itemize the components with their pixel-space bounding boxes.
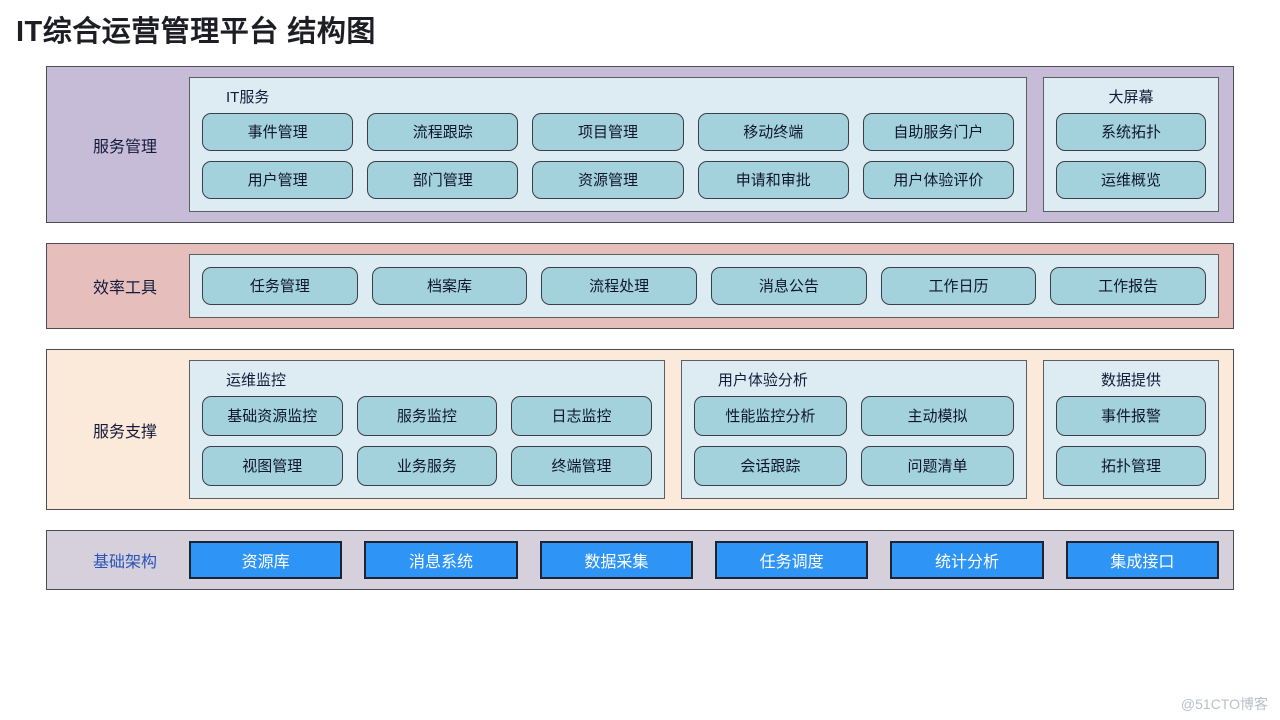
panel-ops-monitoring: 运维监控 基础资源监控 服务监控 日志监控 视图管理 业务服务 终端管理 [189, 360, 665, 499]
architecture-diagram: 服务管理 IT服务 事件管理 流程跟踪 项目管理 移动终端 自助服务门户 用户管… [46, 66, 1234, 590]
panel-grid-efficiency-tools: 任务管理 档案库 流程处理 消息公告 工作日历 工作报告 [202, 267, 1206, 305]
infra-item[interactable]: 消息系统 [364, 541, 518, 579]
node-item[interactable]: 项目管理 [532, 113, 684, 151]
watermark: @51CTO博客 [1180, 696, 1268, 712]
node-item[interactable]: 档案库 [371, 267, 528, 305]
node-item[interactable]: 视图管理 [202, 446, 343, 486]
node-item[interactable]: 资源管理 [532, 161, 684, 199]
node-item[interactable]: 用户管理 [202, 161, 354, 199]
panel-title-data-provision: 数据提供 [1100, 372, 1161, 389]
panel-title-it-service: IT服务 [226, 89, 270, 106]
panel-title-user-experience-analysis: 用户体验分析 [717, 372, 808, 389]
infra-item[interactable]: 数据采集 [539, 541, 693, 579]
section-body-service-management: IT服务 事件管理 流程跟踪 项目管理 移动终端 自助服务门户 用户管理 部门管… [189, 77, 1219, 212]
section-efficiency-tools: 效率工具 任务管理 档案库 流程处理 消息公告 工作日历 工作报告 [46, 243, 1234, 329]
panel-it-service: IT服务 事件管理 流程跟踪 项目管理 移动终端 自助服务门户 用户管理 部门管… [189, 77, 1027, 212]
infra-item[interactable]: 集成接口 [1065, 541, 1219, 579]
section-body-infrastructure: 资源库 消息系统 数据采集 任务调度 统计分析 集成接口 [189, 541, 1219, 579]
panel-grid-ops-monitoring: 基础资源监控 服务监控 日志监控 视图管理 业务服务 终端管理 [202, 396, 652, 486]
node-item[interactable]: 基础资源监控 [202, 396, 343, 436]
panel-grid-big-screen: 系统拓扑 运维概览 [1056, 113, 1206, 199]
node-item[interactable]: 主动模拟 [860, 396, 1014, 436]
panel-data-provision: 数据提供 事件报警 拓扑管理 [1043, 360, 1219, 499]
node-item[interactable]: 日志监控 [511, 396, 652, 436]
node-item[interactable]: 拓扑管理 [1056, 446, 1206, 486]
panel-grid-data-provision: 事件报警 拓扑管理 [1056, 396, 1206, 486]
panel-user-experience-analysis: 用户体验分析 性能监控分析 主动模拟 会话跟踪 问题清单 [680, 360, 1027, 499]
panel-big-screen: 大屏幕 系统拓扑 运维概览 [1043, 77, 1219, 212]
panel-grid-user-experience-analysis: 性能监控分析 主动模拟 会话跟踪 问题清单 [693, 396, 1014, 486]
node-item[interactable]: 性能监控分析 [693, 396, 847, 436]
section-body-service-support: 运维监控 基础资源监控 服务监控 日志监控 视图管理 业务服务 终端管理 用户体… [189, 360, 1219, 499]
node-item[interactable]: 工作报告 [1050, 267, 1206, 305]
infra-item[interactable]: 任务调度 [714, 541, 869, 579]
section-label-efficiency-tools: 效率工具 [92, 280, 157, 297]
section-label-infrastructure: 基础架构 [92, 554, 157, 571]
page-title: IT综合运营管理平台 结构图 [16, 16, 376, 48]
node-item[interactable]: 事件管理 [202, 113, 354, 151]
section-label-service-management: 服务管理 [92, 138, 157, 156]
infra-item[interactable]: 统计分析 [890, 541, 1044, 579]
node-item[interactable]: 任务管理 [202, 267, 358, 305]
node-item[interactable]: 业务服务 [356, 446, 498, 486]
node-item[interactable]: 运维概览 [1056, 161, 1206, 199]
node-item[interactable]: 问题清单 [860, 446, 1014, 486]
node-item[interactable]: 事件报警 [1056, 396, 1206, 436]
section-infrastructure: 基础架构 资源库 消息系统 数据采集 任务调度 统计分析 集成接口 [46, 530, 1234, 590]
section-service-management: 服务管理 IT服务 事件管理 流程跟踪 项目管理 移动终端 自助服务门户 用户管… [46, 66, 1234, 223]
section-body-efficiency-tools: 任务管理 档案库 流程处理 消息公告 工作日历 工作报告 [189, 254, 1219, 318]
section-service-support: 服务支撑 运维监控 基础资源监控 服务监控 日志监控 视图管理 业务服务 终端管… [46, 349, 1234, 510]
node-item[interactable]: 移动终端 [697, 113, 849, 151]
panel-title-big-screen: 大屏幕 [1108, 89, 1154, 106]
node-item[interactable]: 流程处理 [541, 267, 697, 305]
node-item[interactable]: 会话跟踪 [693, 446, 847, 486]
panel-title-ops-monitoring: 运维监控 [226, 372, 287, 389]
node-item[interactable]: 部门管理 [367, 161, 519, 199]
node-item[interactable]: 消息公告 [711, 267, 867, 305]
panel-efficiency-tools: 任务管理 档案库 流程处理 消息公告 工作日历 工作报告 [189, 254, 1219, 318]
node-item[interactable]: 自助服务门户 [862, 113, 1014, 151]
node-item[interactable]: 流程跟踪 [367, 113, 519, 151]
node-item[interactable]: 终端管理 [511, 446, 652, 486]
infra-item[interactable]: 资源库 [189, 541, 343, 579]
node-item[interactable]: 服务监控 [356, 396, 498, 436]
section-label-service-support: 服务支撑 [92, 423, 157, 441]
node-item[interactable]: 申请和审批 [697, 161, 849, 199]
node-item[interactable]: 工作日历 [880, 267, 1037, 305]
node-item[interactable]: 用户体验评价 [862, 161, 1014, 199]
node-item[interactable]: 系统拓扑 [1056, 113, 1206, 151]
panel-grid-it-service: 事件管理 流程跟踪 项目管理 移动终端 自助服务门户 用户管理 部门管理 资源管… [202, 113, 1014, 199]
